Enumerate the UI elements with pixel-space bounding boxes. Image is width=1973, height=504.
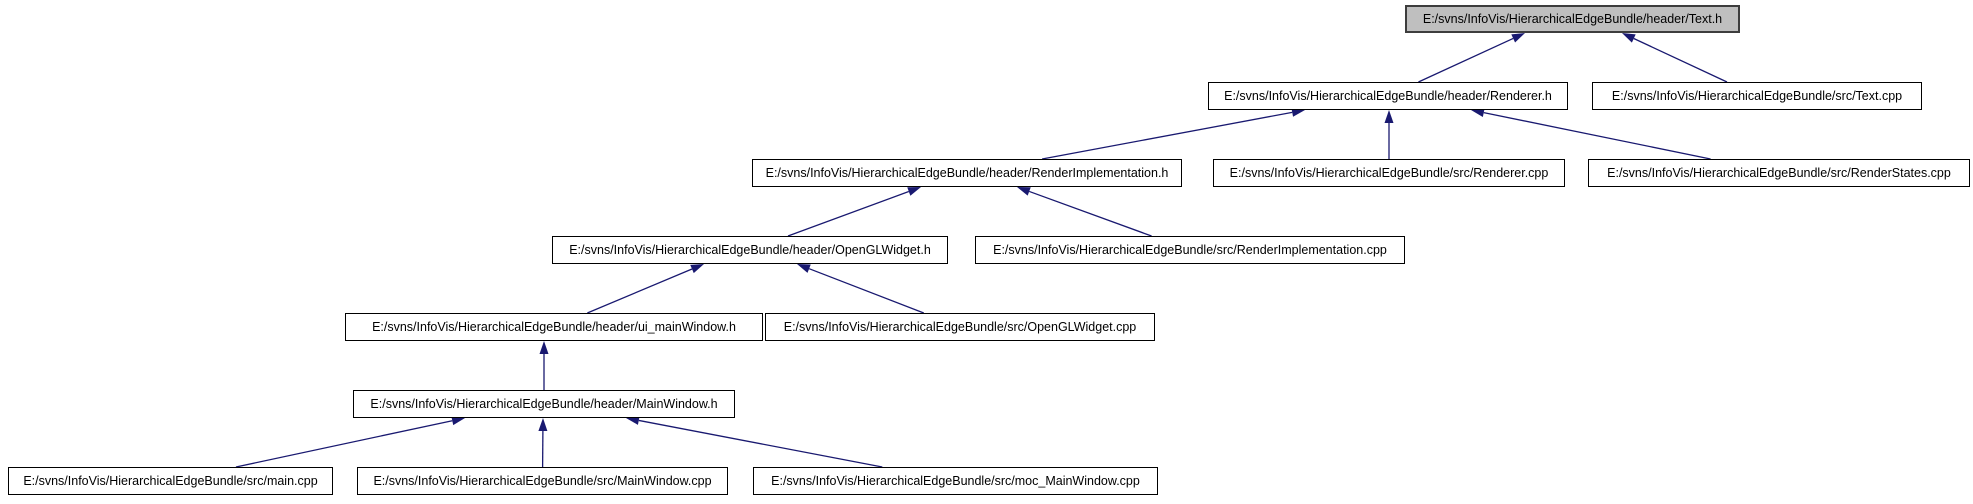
dependency-arrow-head (1511, 33, 1525, 43)
dependency-arrow-line (638, 419, 883, 468)
dependency-arrow-head (1384, 110, 1394, 123)
graph-node-moc-mainwindow-cpp[interactable]: E:/svns/InfoVis/HierarchicalEdgeBundle/s… (753, 467, 1158, 495)
dependency-arrow-line (1418, 37, 1514, 83)
graph-node-renderer-h[interactable]: E:/svns/InfoVis/HierarchicalEdgeBundle/h… (1208, 82, 1568, 110)
graph-node-main-cpp[interactable]: E:/svns/InfoVis/HierarchicalEdgeBundle/s… (8, 467, 333, 495)
dependency-arrow-line (235, 420, 453, 468)
graph-node-renderer-cpp[interactable]: E:/svns/InfoVis/HierarchicalEdgeBundle/s… (1213, 159, 1565, 187)
dependency-arrow-line (1633, 37, 1728, 83)
graph-node-mainwindow-cpp[interactable]: E:/svns/InfoVis/HierarchicalEdgeBundle/s… (357, 467, 728, 495)
dependency-arrow-line (1041, 111, 1293, 160)
dependency-arrow-head (538, 418, 548, 432)
dependency-arrow-head (1017, 187, 1031, 196)
graph-node-text-cpp[interactable]: E:/svns/InfoVis/HierarchicalEdgeBundle/s… (1592, 82, 1922, 110)
graph-node-openglwidget-h[interactable]: E:/svns/InfoVis/HierarchicalEdgeBundle/h… (552, 236, 948, 264)
dependency-arrow-head (1622, 33, 1636, 43)
dependency-arrow-line (587, 268, 693, 314)
dependency-arrow-line (1028, 190, 1152, 237)
graph-node-text-h[interactable]: E:/svns/InfoVis/HierarchicalEdgeBundle/h… (1405, 5, 1740, 33)
dependency-arrow-head (907, 187, 921, 196)
graph-node-renderimplementation-cpp[interactable]: E:/svns/InfoVis/HierarchicalEdgeBundle/s… (975, 236, 1405, 264)
dependency-arrow-head (797, 264, 811, 273)
graph-node-renderimplementation-h[interactable]: E:/svns/InfoVis/HierarchicalEdgeBundle/h… (752, 159, 1182, 187)
graph-node-renderstates-cpp[interactable]: E:/svns/InfoVis/HierarchicalEdgeBundle/s… (1588, 159, 1970, 187)
dependency-arrow-line (808, 268, 925, 314)
graph-node-mainwindow-h[interactable]: E:/svns/InfoVis/HierarchicalEdgeBundle/h… (353, 390, 735, 418)
graph-node-openglwidget-cpp[interactable]: E:/svns/InfoVis/HierarchicalEdgeBundle/s… (765, 313, 1155, 341)
dependency-arrow-line (787, 190, 910, 237)
dependency-arrow-head (539, 341, 549, 354)
dependency-arrow-head (690, 264, 704, 274)
graph-node-ui-mainwindow-h[interactable]: E:/svns/InfoVis/HierarchicalEdgeBundle/h… (345, 313, 763, 341)
dependency-arrow-line (1483, 111, 1711, 160)
